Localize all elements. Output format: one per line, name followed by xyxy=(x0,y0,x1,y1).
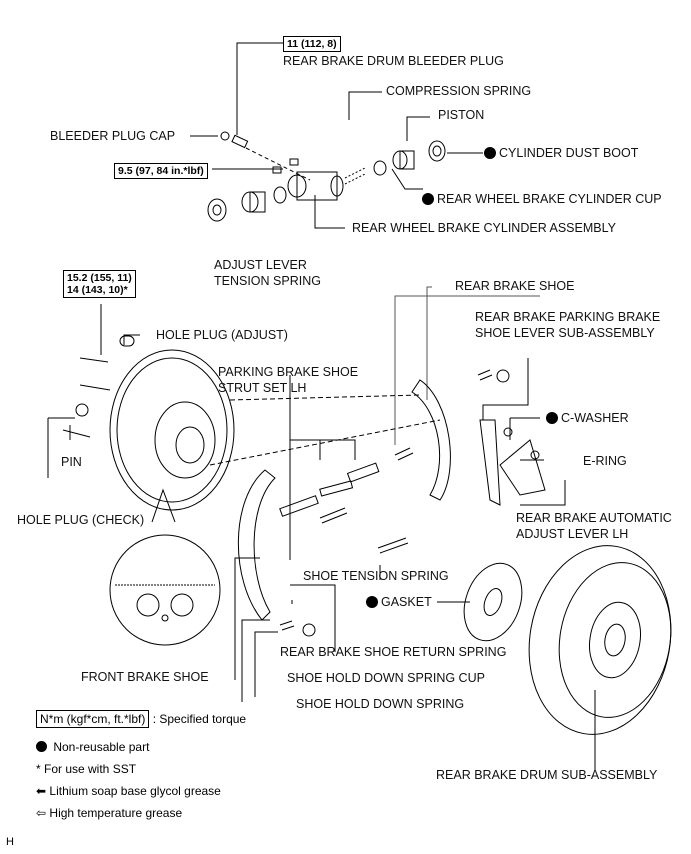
label-adjust-lever-spring-1: ADJUST LEVER xyxy=(214,258,307,272)
non-reusable-icon xyxy=(546,412,558,424)
label-compression-spring: COMPRESSION SPRING xyxy=(386,84,532,98)
label-strut-set-2: STRUT SET LH xyxy=(218,381,307,395)
label-bleeder-cap: BLEEDER PLUG CAP xyxy=(50,129,176,143)
legend-high-temp-text: High temperature grease xyxy=(49,806,183,820)
torque-backing-plate-line1: 15.2 (155, 11) xyxy=(67,272,132,284)
legend-non-reusable: Non-reusable part xyxy=(36,740,149,754)
label-dust-boot-text: CYLINDER DUST BOOT xyxy=(499,146,639,160)
label-parking-lever-2: SHOE LEVER SUB-ASSEMBLY xyxy=(475,326,655,340)
label-return-spring: REAR BRAKE SHOE RETURN SPRING xyxy=(280,645,507,659)
sheet-code: H xyxy=(6,836,14,848)
leader-lines-top xyxy=(47,42,596,770)
label-adjust-lever-spring-2: TENSION SPRING xyxy=(214,274,321,288)
label-c-washer-text: C-WASHER xyxy=(561,411,629,425)
non-reusable-icon xyxy=(484,147,496,159)
label-drum: REAR BRAKE DRUM SUB-ASSEMBLY xyxy=(436,768,658,782)
outline-arrow-left-icon: ⇦ xyxy=(36,806,47,820)
legend-torque-desc: : Specified torque xyxy=(152,712,247,726)
label-hole-plug-adjust: HOLE PLUG (ADJUST) xyxy=(156,328,288,342)
legend-sst: * For use with SST xyxy=(36,762,137,776)
non-reusable-icon xyxy=(366,596,378,608)
label-cylinder-cup: REAR WHEEL BRAKE CYLINDER CUP xyxy=(422,192,662,206)
label-parking-lever-1: REAR BRAKE PARKING BRAKE xyxy=(475,310,661,324)
label-auto-adjust-2: ADJUST LEVER LH xyxy=(516,527,629,541)
gasket-and-drum xyxy=(463,545,672,735)
wheel-cylinder-parts xyxy=(207,131,446,222)
label-cylinder-cup-text: REAR WHEEL BRAKE CYLINDER CUP xyxy=(437,192,662,206)
torque-cylinder-bolt: 9.5 (97, 84 in.*lbf) xyxy=(114,163,208,179)
label-piston: PISTON xyxy=(438,108,485,122)
label-pin: PIN xyxy=(61,455,82,469)
label-auto-adjust-1: REAR BRAKE AUTOMATIC xyxy=(516,511,672,525)
torque-backing-plate-line2: 14 (143, 10)* xyxy=(67,284,128,296)
label-hold-down-cup: SHOE HOLD DOWN SPRING CUP xyxy=(287,671,485,685)
label-cylinder-assembly: REAR WHEEL BRAKE CYLINDER ASSEMBLY xyxy=(352,221,616,235)
label-gasket: GASKET xyxy=(366,595,432,609)
torque-backing-plate: 15.2 (155, 11) 14 (143, 10)* xyxy=(63,270,136,298)
inset-detail xyxy=(109,534,221,646)
label-hold-down-spring: SHOE HOLD DOWN SPRING xyxy=(296,697,465,711)
backing-plate xyxy=(62,335,441,511)
label-bleeder-plug: REAR BRAKE DRUM BLEEDER PLUG xyxy=(283,54,504,68)
torque-bleeder-plug: 11 (112, 8) xyxy=(283,36,341,52)
label-hole-plug-check: HOLE PLUG (CHECK) xyxy=(17,513,145,527)
non-reusable-icon xyxy=(422,193,434,205)
legend-torque-unit: N*m (kgf*cm, ft.*lbf) xyxy=(36,710,150,728)
label-rear-brake-shoe: REAR BRAKE SHOE xyxy=(455,279,575,293)
legend-lithium: ⬅ Lithium soap base glycol grease xyxy=(36,784,221,798)
label-dust-boot: CYLINDER DUST BOOT xyxy=(484,146,638,160)
label-shoe-tension-spring: SHOE TENSION SPRING xyxy=(303,569,449,583)
label-gasket-text: GASKET xyxy=(381,595,432,609)
label-c-washer: C-WASHER xyxy=(546,411,629,425)
legend-lithium-text: Lithium soap base glycol grease xyxy=(49,784,221,798)
filled-arrow-left-icon: ⬅ xyxy=(36,784,47,798)
legend-high-temp: ⇦ High temperature grease xyxy=(36,806,182,820)
legend-torque: N*m (kgf*cm, ft.*lbf) : Specified torque xyxy=(36,710,247,728)
filled-circle-icon xyxy=(36,741,47,752)
brake-shoes-and-springs xyxy=(237,369,546,637)
label-strut-set-1: PARKING BRAKE SHOE xyxy=(218,365,359,379)
label-front-brake-shoe: FRONT BRAKE SHOE xyxy=(81,670,209,684)
label-e-ring: E-RING xyxy=(583,454,627,468)
legend-non-reusable-text: Non-reusable part xyxy=(53,740,150,754)
